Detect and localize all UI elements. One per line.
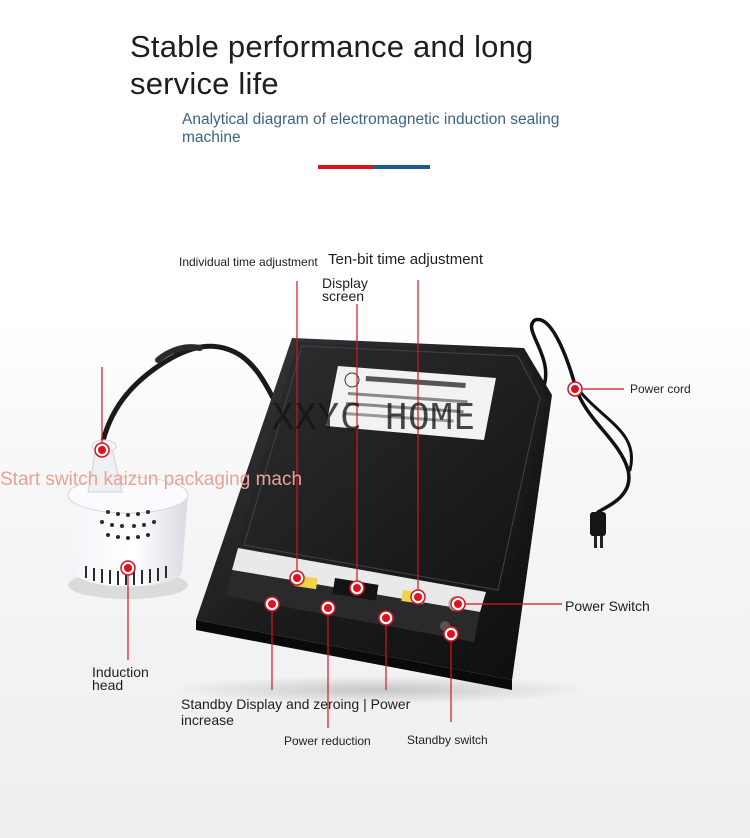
- accent-bar-red: [318, 165, 373, 169]
- page-title: Stable performance and long service life: [130, 29, 534, 101]
- label-power-switch: Power Switch: [565, 598, 650, 614]
- marker-display-screen: [349, 580, 365, 596]
- vent-slots: [85, 566, 167, 585]
- marker-start-switch: [94, 442, 110, 458]
- callout-markers: [94, 381, 583, 642]
- label-individual-time: Individual time adjustment: [179, 255, 318, 269]
- power-cord-loop: [573, 383, 633, 472]
- accent-bar-blue: [373, 165, 430, 169]
- leader-lines: [101, 280, 624, 728]
- marker-power-switch: [450, 596, 466, 612]
- label-induction-head: Induction head: [92, 664, 149, 693]
- label-power-cord: Power cord: [630, 382, 691, 396]
- marker-power-increase: [378, 610, 394, 626]
- marker-power-reduction: [320, 600, 336, 616]
- marker-standby-switch: [443, 626, 459, 642]
- label-standby-display: Standby Display and zeroing | Power incr…: [181, 696, 411, 728]
- label-standby-switch: Standby switch: [407, 733, 488, 747]
- marker-standby-display: [264, 596, 280, 612]
- watermark: XXYC HOME: [272, 397, 477, 438]
- page-subtitle: Analytical diagram of electromagnetic in…: [182, 111, 560, 146]
- marker-power-cord: [567, 381, 583, 397]
- label-ten-bit-time: Ten-bit time adjustment: [328, 251, 484, 268]
- brand-sticker: [326, 366, 496, 440]
- marker-ten-bit-time: [410, 589, 426, 605]
- label-power-reduction: Power reduction: [284, 734, 371, 748]
- marker-induction-head: [120, 560, 136, 576]
- vent-holes: [100, 510, 156, 540]
- induction-cable: [99, 343, 283, 448]
- marker-individual-time: [289, 570, 305, 586]
- power-plug: [590, 512, 606, 548]
- induction-cable-strain: [155, 344, 203, 363]
- overlay-caption: Start switch kaizun packaging mach: [0, 469, 303, 490]
- label-display-screen: Display screen: [322, 275, 368, 304]
